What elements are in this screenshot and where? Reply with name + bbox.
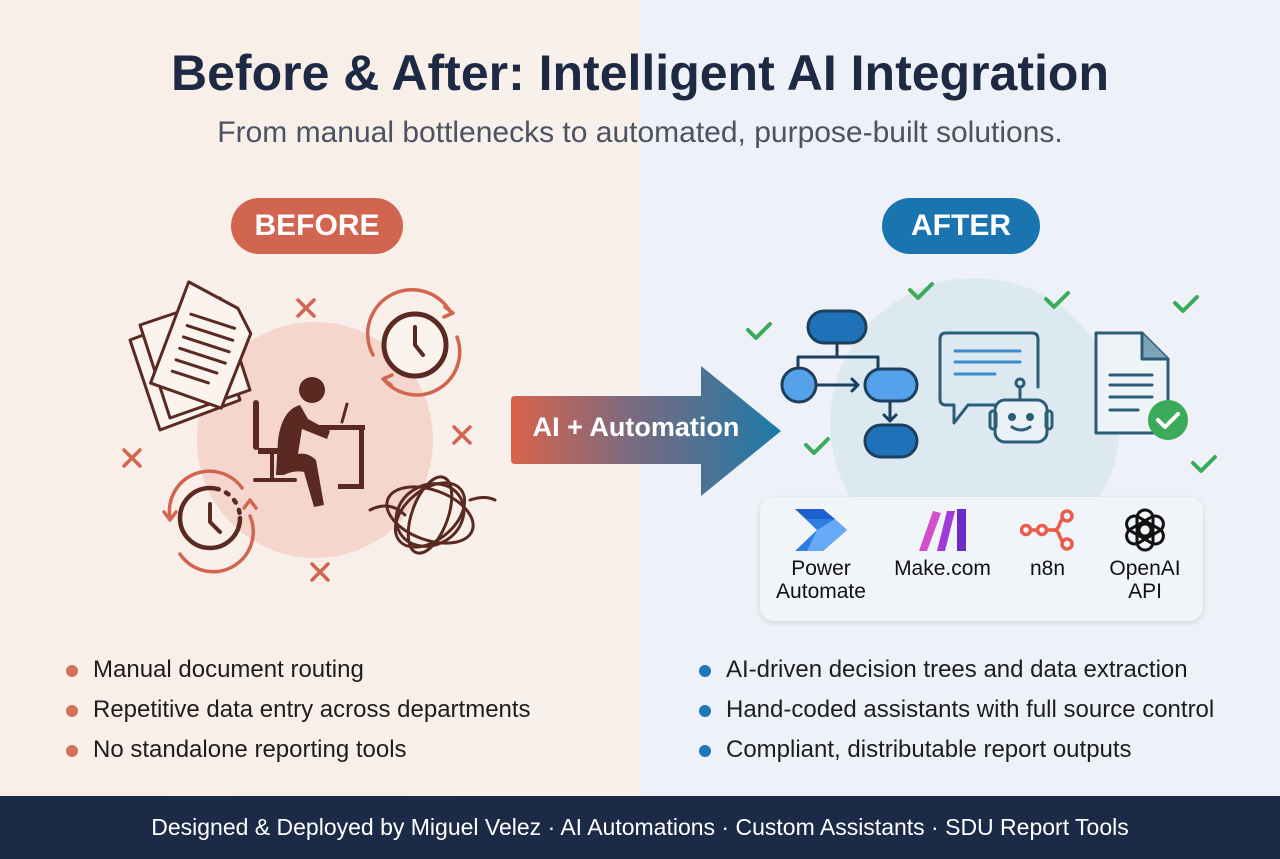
- list-item: Repetitive data entry across departments: [66, 696, 531, 736]
- bullet-dot-icon: [699, 705, 711, 717]
- after-illustration: [746, 282, 1217, 473]
- bullet-dot-icon: [66, 705, 78, 717]
- bullet-text: Repetitive data entry across departments: [93, 696, 531, 723]
- tool-name: OpenAI: [1109, 557, 1181, 580]
- transition-arrow: [511, 366, 781, 496]
- list-item: Hand-coded assistants with full source c…: [699, 696, 1214, 736]
- bullet-text: Manual document routing: [93, 656, 364, 683]
- bullet-dot-icon: [66, 665, 78, 677]
- page-title: Before & After: Intelligent AI Integrati…: [171, 45, 1109, 101]
- chat-assistant-icon: [938, 331, 1054, 444]
- before-bullet-list: Manual document routing Repetitive data …: [66, 656, 531, 776]
- tool-make: Make.com: [885, 507, 1000, 580]
- tool-power-automate: Power Automate: [765, 507, 877, 603]
- after-badge: AFTER: [882, 198, 1040, 254]
- tool-name: Automate: [776, 580, 866, 603]
- bullet-text: AI-driven decision trees and data extrac…: [726, 656, 1188, 683]
- list-item: No standalone reporting tools: [66, 736, 531, 776]
- person-at-desk-icon: [253, 377, 365, 507]
- check-mark-icon: [746, 282, 1217, 473]
- bullet-dot-icon: [699, 665, 711, 677]
- x-mark-icon: [122, 298, 472, 582]
- bullet-text: Hand-coded assistants with full source c…: [726, 696, 1215, 723]
- n8n-logo-icon: [1019, 509, 1074, 551]
- list-item: AI-driven decision trees and data extrac…: [699, 656, 1214, 696]
- footer-banner: Designed & Deployed by Miguel Velez · AI…: [0, 796, 1280, 859]
- clock-cycle-icon: [365, 287, 462, 397]
- flowchart-icon: [780, 309, 919, 459]
- papers-icon: [128, 280, 253, 432]
- power-automate-logo-icon: [795, 509, 847, 551]
- before-illustration: [122, 280, 497, 582]
- clock-rewind-icon: [162, 469, 258, 574]
- tool-openai-api: OpenAI API: [1095, 507, 1195, 603]
- arrow-label: AI + Automation: [532, 412, 740, 442]
- tool-name: Power: [791, 557, 851, 580]
- page-subtitle: From manual bottlenecks to automated, pu…: [217, 116, 1063, 149]
- tools-card: Power Automate Make.com n8n OpenAI API: [760, 497, 1203, 621]
- footer-text: Designed & Deployed by Miguel Velez · AI…: [151, 814, 1129, 840]
- bullet-text: No standalone reporting tools: [93, 736, 407, 763]
- after-bullet-list: AI-driven decision trees and data extrac…: [699, 656, 1214, 776]
- openai-logo-icon: [1125, 508, 1165, 552]
- tool-name: n8n: [1029, 557, 1066, 580]
- list-item: Compliant, distributable report outputs: [699, 736, 1214, 776]
- bullet-dot-icon: [699, 745, 711, 757]
- bullet-text: Compliant, distributable report outputs: [726, 736, 1132, 763]
- tool-name: API: [1128, 580, 1162, 603]
- tangled-scribble-icon: [368, 475, 497, 555]
- tool-name: Make.com: [894, 557, 991, 580]
- before-badge: BEFORE: [231, 198, 403, 254]
- make-logo-icon: [918, 509, 966, 551]
- tool-n8n: n8n: [1005, 507, 1090, 580]
- list-item: Manual document routing: [66, 656, 531, 696]
- bullet-dot-icon: [66, 745, 78, 757]
- approved-document-icon: [1094, 331, 1188, 440]
